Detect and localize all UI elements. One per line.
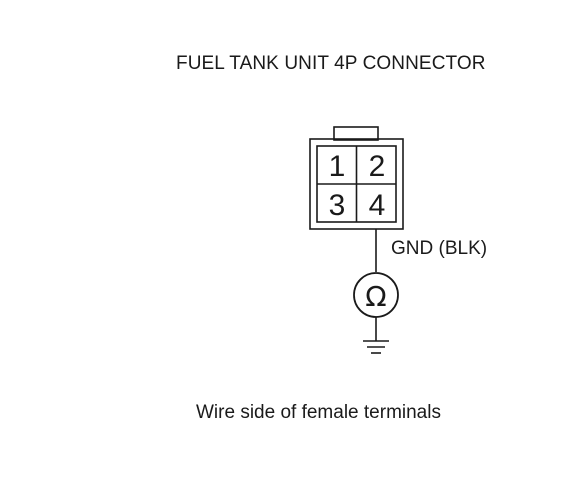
pin-3: 3: [329, 189, 346, 222]
connector-housing: [309, 138, 404, 230]
diagram-title: FUEL TANK UNIT 4P CONNECTOR: [176, 53, 486, 74]
pin-1: 1: [329, 150, 346, 183]
connector-latch: [333, 126, 379, 141]
connector-4p: [309, 126, 404, 230]
pin-4: 4: [369, 189, 386, 222]
ohmmeter-icon: Ω: [353, 272, 399, 318]
gnd-wire-label: GND (BLK): [391, 238, 488, 259]
ohm-symbol: Ω: [365, 280, 386, 313]
diagram-caption: Wire side of female terminals: [196, 402, 441, 423]
connector-pins: 1 2 3 4: [329, 150, 386, 222]
ground-icon: [363, 340, 389, 354]
pin-2: 2: [369, 150, 386, 183]
